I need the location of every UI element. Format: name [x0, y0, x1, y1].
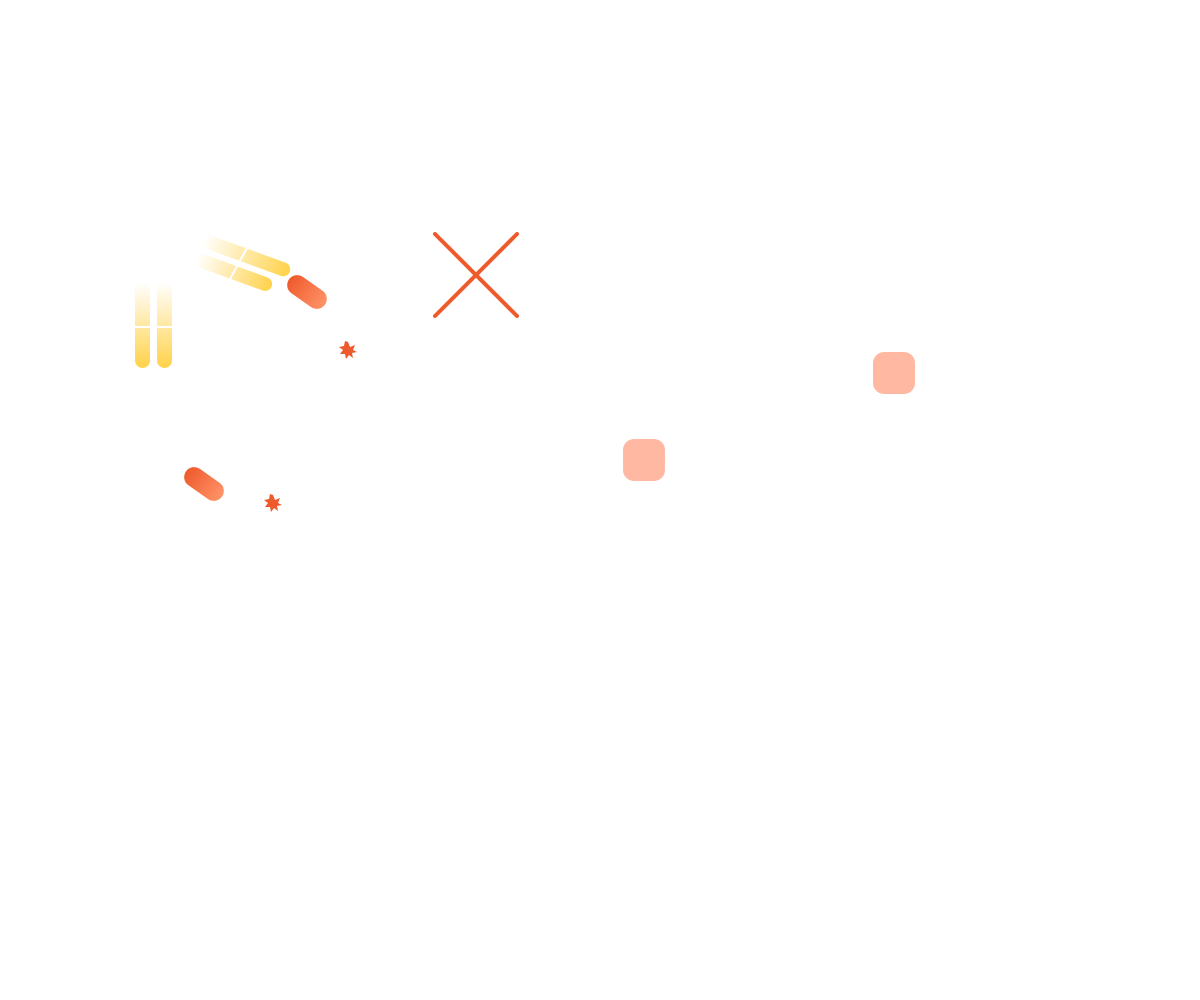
sparkle-icon	[264, 494, 282, 512]
capsule-upper	[287, 275, 327, 309]
square-tile-icon	[623, 439, 665, 481]
glow-bar-icon	[202, 235, 291, 277]
glow-bar-divider	[227, 245, 249, 282]
glow-bars-vertical	[132, 282, 176, 368]
sparkle-icon	[339, 341, 357, 359]
capsule-icon	[287, 275, 327, 309]
glow-bar-icon	[135, 282, 150, 368]
capsule-lower	[184, 467, 224, 501]
capsule-icon	[184, 467, 224, 501]
square-tile-icon	[873, 352, 915, 394]
glow-bars-diagonal	[196, 235, 291, 291]
close-icon[interactable]	[433, 232, 519, 318]
glow-bar-icon	[157, 282, 172, 368]
